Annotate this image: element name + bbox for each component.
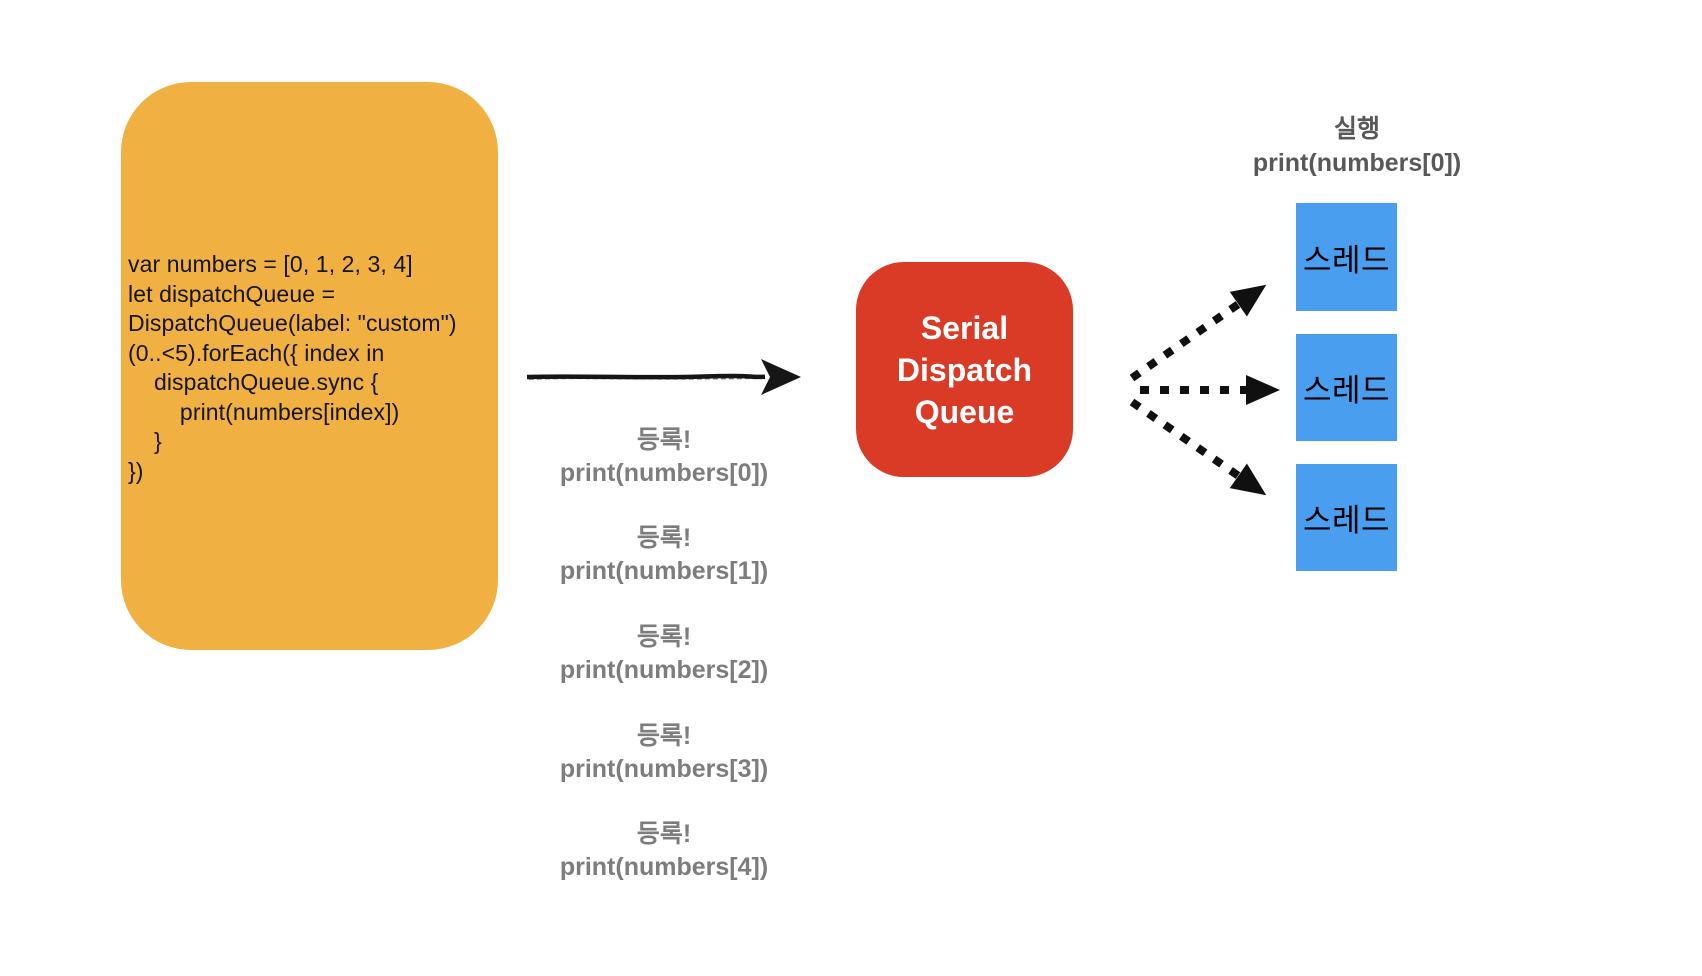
register-label: 등록! (636, 426, 692, 454)
register-label: 등록! (636, 524, 692, 552)
register-code: print(numbers[1]) (559, 557, 769, 585)
enqueue-arrow (526, 359, 801, 395)
dispatch-arrow-top (1129, 284, 1267, 382)
serial-dispatch-queue-box: Serial Dispatch Queue (856, 262, 1073, 477)
register-label: 등록! (636, 623, 692, 651)
thread-label: 스레드 (1302, 242, 1391, 278)
register-code: print(numbers[4]) (559, 853, 769, 881)
code-block: var numbers = [0, 1, 2, 3, 4] let dispat… (121, 82, 498, 650)
thread-label: 스레드 (1302, 373, 1391, 408)
register-code: print(numbers[3]) (559, 755, 769, 783)
enqueue-arrow-head (761, 359, 801, 395)
queue-label: Serial Dispatch Queue (896, 309, 1033, 430)
register-code: print(numbers[0]) (559, 459, 769, 487)
execute-title: 실행 (1333, 115, 1380, 143)
register-label: 등록! (636, 820, 692, 848)
register-item: 등록! print(numbers[1]) (514, 522, 814, 588)
thread-box: 스레드 (1296, 203, 1397, 311)
code-text: var numbers = [0, 1, 2, 3, 4] let dispat… (128, 251, 457, 484)
execute-label-block: 실행 print(numbers[0]) (1207, 112, 1507, 180)
register-item: 등록! print(numbers[4]) (514, 818, 814, 884)
register-item: 등록! print(numbers[0]) (514, 424, 814, 490)
register-label: 등록! (636, 722, 692, 750)
register-code: print(numbers[2]) (559, 656, 769, 684)
register-item: 등록! print(numbers[3]) (514, 720, 814, 786)
dispatch-arrow-bottom (1129, 398, 1267, 496)
thread-box: 스레드 (1296, 464, 1397, 571)
register-item: 등록! print(numbers[2]) (514, 621, 814, 687)
thread-box: 스레드 (1296, 334, 1397, 441)
thread-label: 스레드 (1302, 503, 1391, 538)
execute-code: print(numbers[0]) (1252, 149, 1462, 177)
